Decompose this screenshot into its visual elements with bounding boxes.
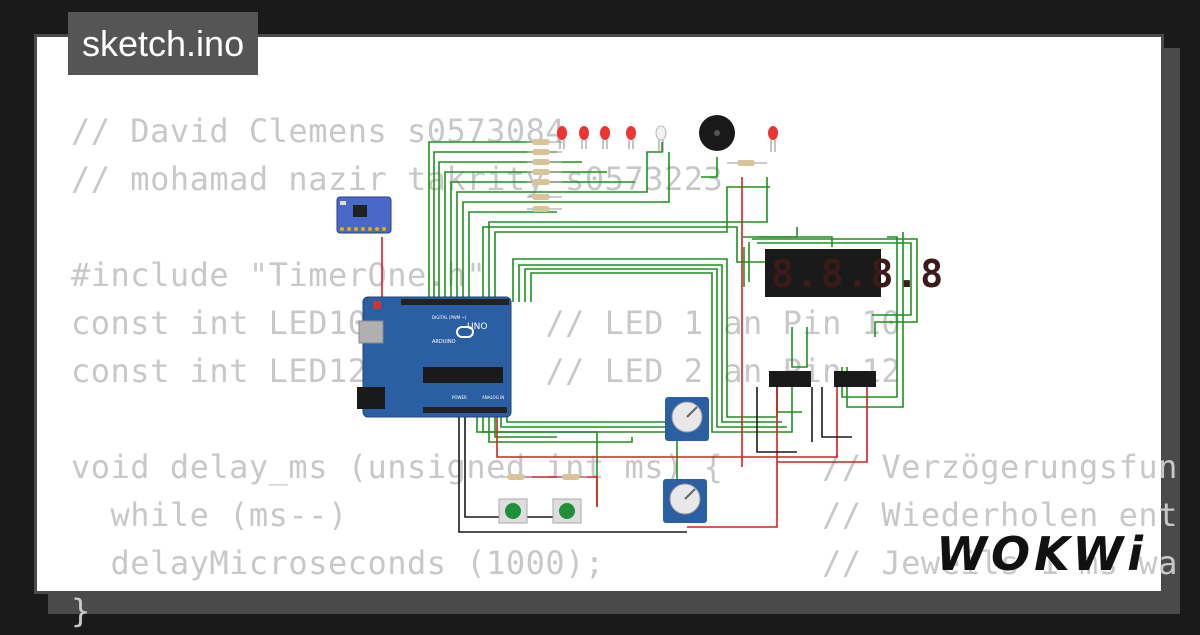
preview-card: // David Clemens s0573084// mohamad nazi… [34,34,1177,630]
red-led-icon[interactable] [579,126,589,149]
code-line: const int LED12 = 12; // LED 2 an Pin 12 [71,352,902,390]
resistor-icon[interactable] [527,159,562,165]
code-line: delayMicroseconds (1000); // Jeweils 1 m… [71,544,1178,582]
potentiometer-icon[interactable] [663,479,707,523]
red-led-icon[interactable] [768,126,778,152]
power-pins-label: POWER [452,395,467,400]
resistor-icon[interactable] [527,179,562,185]
shift-register-icon[interactable] [769,371,811,387]
resistor-icon[interactable] [527,194,562,200]
code-background: // David Clemens s0573084// mohamad nazi… [71,107,1178,635]
code-line: void delay_ms (unsigned int ms) { // Ver… [71,448,1178,486]
potentiometer-icon[interactable] [665,397,709,441]
shift-register-icon[interactable] [834,371,876,387]
code-line: // David Clemens s0573084 [71,112,566,150]
buzzer-icon[interactable] [699,115,735,151]
led-row [557,125,778,152]
arduino-uno-board[interactable]: UNO ARDUINO DIGITAL (PWM ~) POWER ANALOG… [357,296,512,418]
code-line: while (ms--) // Wiederholen ent [71,496,1178,534]
red-led-icon[interactable] [557,126,567,149]
wokwi-logo: WOKWi [936,527,1147,581]
red-led-icon[interactable] [600,126,610,149]
resistor-icon[interactable] [527,139,562,145]
resistor-icon[interactable] [527,149,562,155]
seven-segment-display[interactable]: 8.8.8.8 [765,249,945,297]
resistor-icon[interactable] [502,474,532,480]
board-model-label: UNO [467,322,487,332]
code-line: } [71,592,91,630]
circuit-diagram: UNO ARDUINO DIGITAL (PWM ~) POWER ANALOG… [336,115,945,533]
analog-pins-label: ANALOG IN [482,395,504,400]
white-led-icon[interactable] [655,125,667,152]
board-brand-label: ARDUINO [432,339,456,345]
code-line: #include "TimerOne.h" [71,256,487,294]
pushbutton-icon[interactable] [498,498,528,524]
display-digits: 8.8.8.8 [771,252,945,296]
resistor-icon[interactable] [527,169,562,175]
resistor-icon[interactable] [527,206,562,212]
resistor-icon[interactable] [557,474,587,480]
sensor-module-icon[interactable] [336,196,392,234]
resistor-icon[interactable] [727,160,767,166]
resistor-array [502,139,767,480]
pushbutton-icon[interactable] [552,498,582,524]
digital-pins-label: DIGITAL (PWM ~) [432,315,467,320]
red-led-icon[interactable] [626,126,636,149]
file-title-tab: sketch.ino [68,12,259,75]
